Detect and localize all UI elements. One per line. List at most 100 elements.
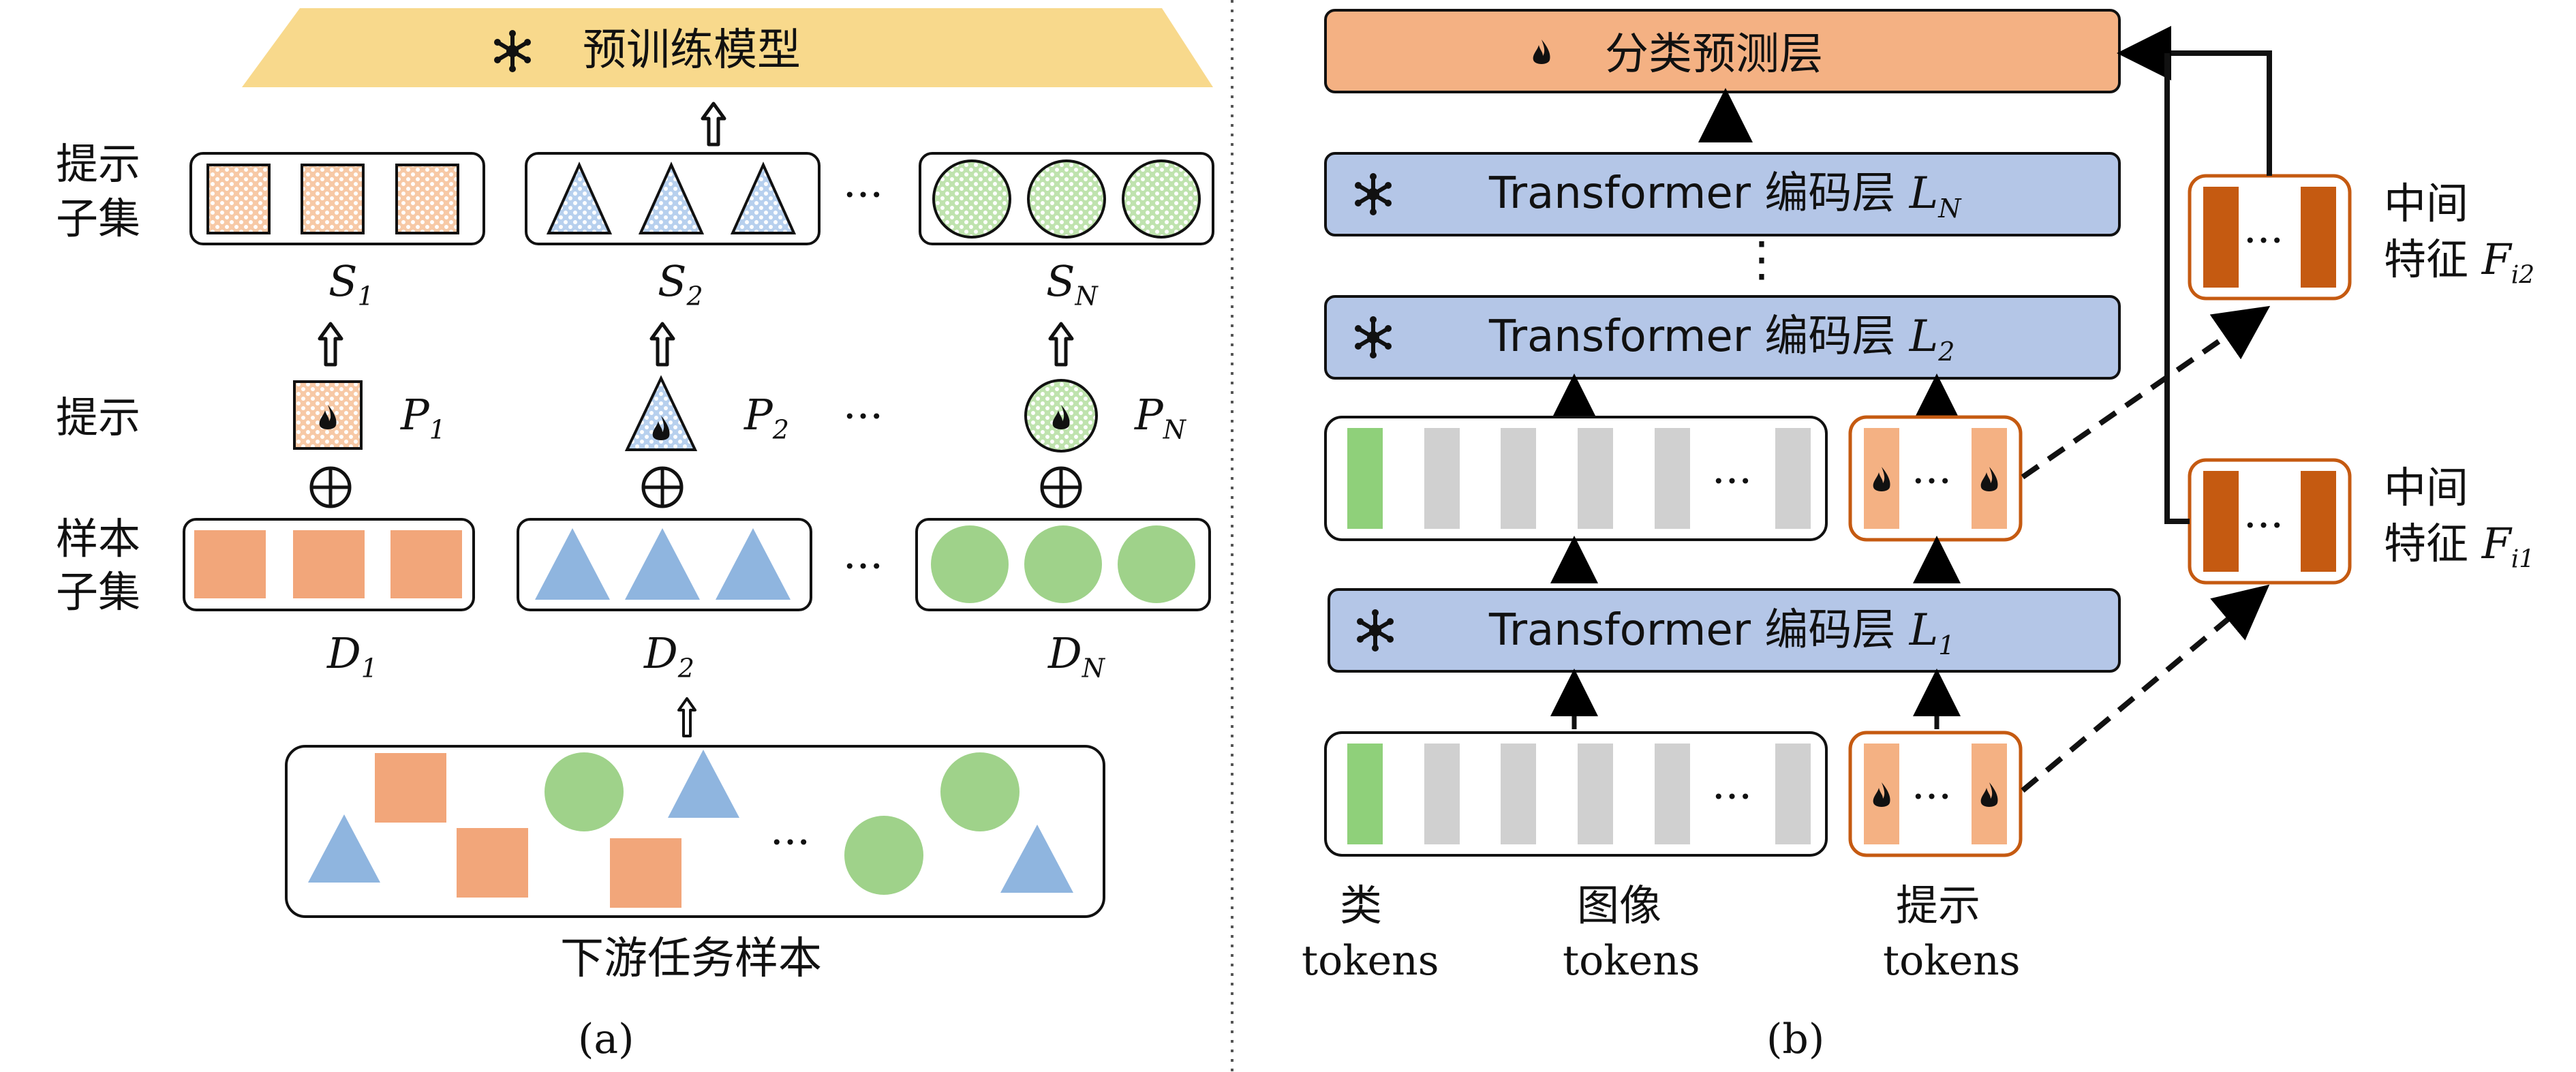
ellipsis: ··· — [1712, 456, 1753, 506]
caption-b: (b) — [1766, 1015, 1825, 1063]
prompt-label-p2: P2 — [744, 390, 789, 445]
dashed-arrow — [2021, 305, 2271, 480]
image-token — [1578, 428, 1613, 529]
sample-triangle — [535, 528, 610, 600]
up-arrow-icon — [677, 697, 696, 737]
class-tokens-label-en: tokens — [1302, 937, 1439, 985]
prompt-triangle — [730, 162, 797, 234]
image-token — [1501, 744, 1536, 844]
image-token — [1775, 428, 1811, 529]
feature-label-i2-line2: 特征 Fi2 — [2384, 234, 2535, 290]
subset-label-d1: D1 — [327, 628, 378, 684]
ellipsis: ··· — [1912, 456, 1952, 506]
sample-circle — [1024, 525, 1102, 603]
up-arrow-icon — [1050, 324, 1072, 365]
prompt-token — [1972, 428, 2007, 529]
image-tokens-label-cn: 图像 — [1577, 880, 1662, 930]
encoder-layer-n — [1324, 152, 2121, 236]
prompt-p1 — [293, 380, 363, 450]
prompt-label-p1: P1 — [401, 390, 446, 445]
prompt-circle — [1027, 159, 1106, 239]
ellipsis: ··· — [843, 391, 884, 441]
oplus-icon — [309, 466, 352, 508]
pretrained-model-label: 预训练模型 — [583, 25, 801, 76]
feature-token — [2301, 471, 2336, 572]
feature-label-i1-line2: 特征 Fi1 — [2384, 519, 2535, 574]
sample-triangle — [668, 750, 739, 818]
prompt-square — [206, 164, 271, 234]
image-tokens-label-en: tokens — [1563, 937, 1700, 985]
sample-square — [194, 530, 266, 598]
class-token — [1347, 428, 1383, 529]
oplus-icon — [641, 466, 684, 508]
prompt-subset-label-line1: 提示 — [56, 139, 141, 189]
sample-square — [457, 828, 528, 898]
ellipsis: ··· — [843, 541, 884, 591]
prompt-subset-label-line2: 子集 — [56, 194, 141, 243]
prompt-circle — [1122, 159, 1201, 239]
up-arrow-icon — [703, 104, 724, 144]
feature-token — [2203, 187, 2239, 288]
encoder-label-1: Transformer 编码层 L1 — [1489, 605, 1955, 660]
encoder-label-n: Transformer 编码层 LN — [1489, 168, 1961, 224]
prompt-triangle — [546, 162, 613, 234]
image-token — [1578, 744, 1613, 844]
sample-square — [610, 838, 681, 908]
class-token — [1347, 744, 1383, 844]
pretrained-model-band — [242, 8, 1213, 87]
class-tokens-label-cn: 类 — [1340, 880, 1383, 930]
sample-triangle — [625, 528, 700, 600]
sample-circle — [931, 525, 1009, 603]
prompt-label-pn: PN — [1135, 390, 1186, 445]
ellipsis: ··· — [2243, 215, 2284, 265]
prompt-tokens-label-cn: 提示 — [1896, 880, 1981, 930]
subset-label-d2: D2 — [644, 628, 694, 684]
sample-circle — [545, 752, 624, 831]
encoder-layer-2 — [1324, 295, 2121, 380]
prompt-token — [1864, 744, 1899, 844]
ellipsis: ··· — [1912, 771, 1952, 821]
ellipsis: ··· — [843, 170, 884, 219]
prompt-label: 提示 — [56, 393, 141, 442]
prompt-tokens-label-en: tokens — [1883, 937, 2021, 985]
prompt-triangle — [638, 162, 705, 234]
prompt-square — [301, 164, 365, 234]
dashed-arrow — [2021, 584, 2270, 793]
vertical-ellipsis: ⋮ — [1738, 231, 1785, 287]
image-token — [1775, 744, 1811, 844]
prompt-p2 — [624, 375, 698, 451]
prompt-square — [395, 164, 459, 234]
subset-label-sn: SN — [1046, 256, 1098, 311]
subset-label-dn: DN — [1048, 628, 1105, 684]
encoder-label-2: Transformer 编码层 L2 — [1489, 311, 1955, 367]
caption-a: (a) — [578, 1015, 634, 1063]
encoder-layer-1 — [1328, 588, 2121, 673]
image-token — [1501, 428, 1536, 529]
ellipsis: ··· — [770, 817, 811, 867]
sample-triangle — [716, 528, 791, 600]
sample-triangle — [1000, 825, 1073, 893]
up-arrow-icon — [320, 324, 341, 365]
image-token — [1424, 428, 1460, 529]
subset-label-s1: S1 — [328, 256, 374, 311]
feature-arrow — [2117, 26, 2272, 176]
sample-subset-label-line2: 子集 — [56, 567, 141, 617]
sample-circle — [1118, 525, 1195, 603]
ellipsis: ··· — [1712, 771, 1753, 821]
prompt-circle — [932, 159, 1011, 239]
feature-token — [2203, 471, 2239, 572]
sample-square — [375, 753, 446, 823]
sample-circle — [940, 752, 1019, 831]
prompt-token — [1972, 744, 2007, 844]
sample-subset-label-line1: 样本 — [56, 514, 141, 564]
feature-token — [2301, 187, 2336, 288]
image-token — [1655, 428, 1690, 529]
prompt-token — [1864, 428, 1899, 529]
feature-label-i2-line1: 中间 — [2384, 179, 2469, 228]
classifier-label: 分类预测层 — [1605, 29, 1823, 80]
up-arrow-icon — [651, 324, 673, 365]
downstream-samples-label: 下游任务样本 — [560, 934, 822, 984]
feature-connector — [2164, 53, 2190, 524]
feature-label-i1-line1: 中间 — [2384, 463, 2469, 512]
